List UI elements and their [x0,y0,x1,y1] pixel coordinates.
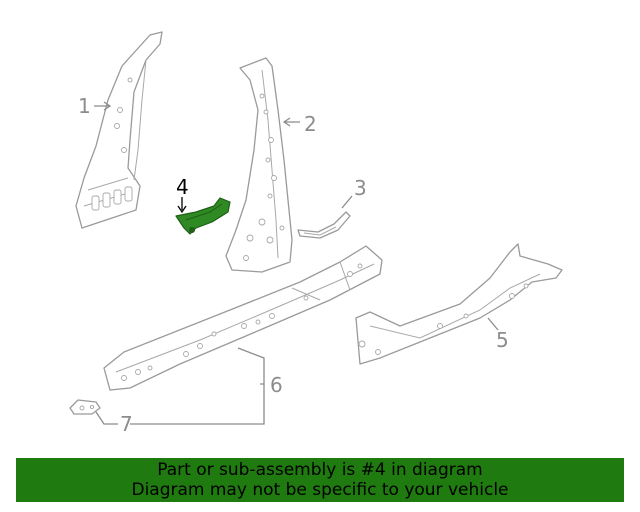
leader-6 [130,347,265,425]
leader-5 [487,317,499,331]
callout-5: 5 [496,328,509,352]
part-7-plate [69,399,101,415]
banner-line-2: Diagram may not be specific to your vehi… [131,480,509,500]
leader-7 [95,411,118,425]
callout-1: 1 [78,94,91,118]
part-1-a-pillar [75,31,163,229]
leader-1 [94,101,112,111]
part-3-bracket [297,211,351,239]
leader-4 [177,197,187,214]
part-5-rocker-inner [355,243,563,365]
info-banner: Part or sub-assembly is #4 in diagram Di… [16,458,624,502]
part-2-b-pillar [225,57,293,273]
part-6-rocker-panel [103,245,383,391]
leader-2 [282,117,300,127]
parts-diagram: 1 2 3 4 5 6 7 [69,31,563,436]
callout-2: 2 [304,112,317,136]
callout-3: 3 [354,176,367,200]
banner-line-1: Part or sub-assembly is #4 in diagram [157,460,483,480]
callout-4: 4 [176,175,189,199]
leader-3 [341,195,353,209]
part-4-highlighted-bracket [175,197,231,235]
callout-7: 7 [120,412,133,436]
callout-6: 6 [270,373,283,397]
